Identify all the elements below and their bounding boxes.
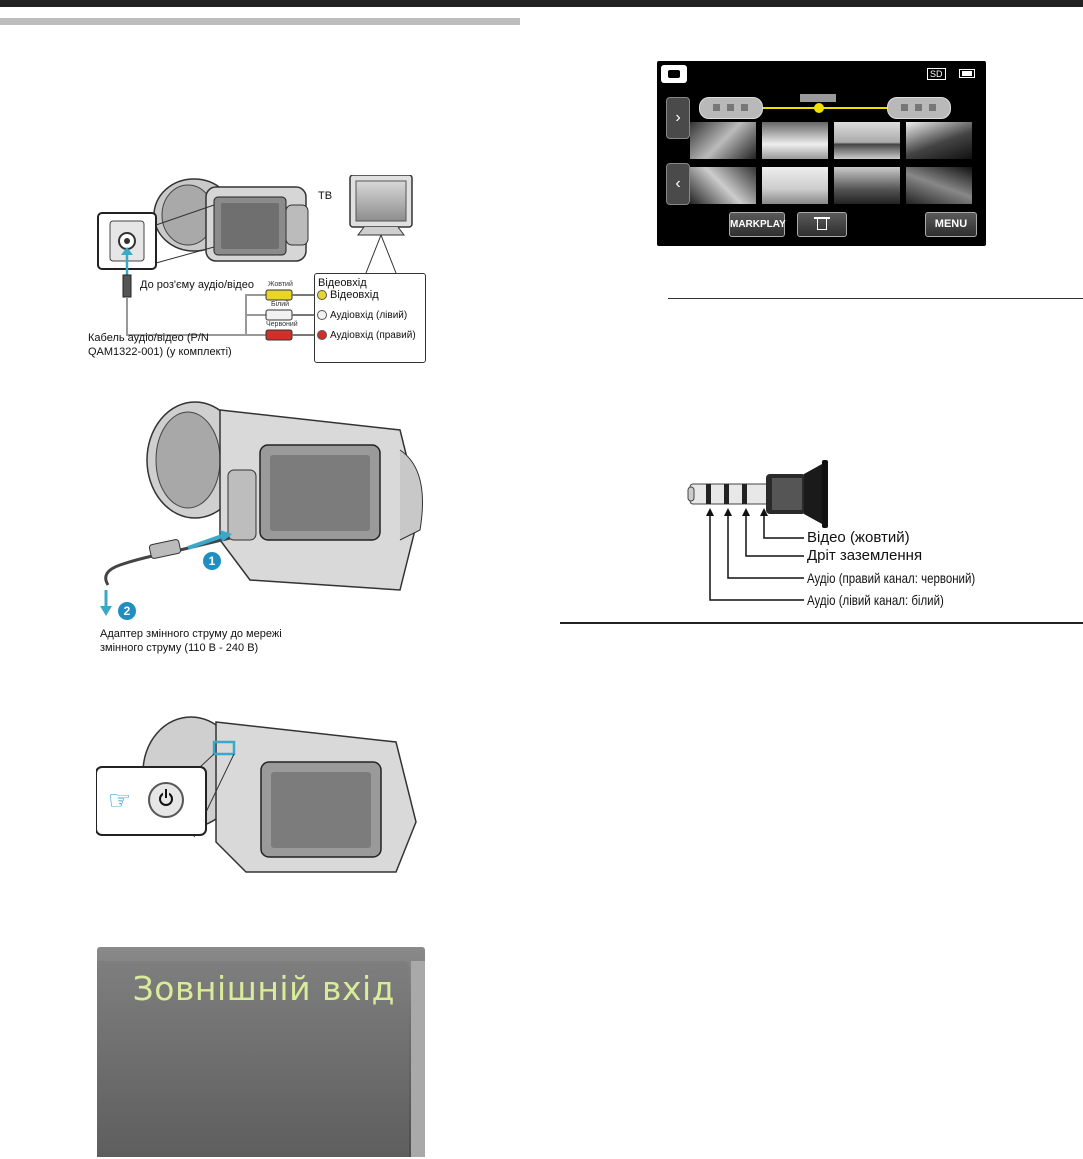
connector-label: До роз'єму аудіо/відео bbox=[140, 279, 254, 291]
tv-connection-figure: ТВ Відеовхід Відеовхід Аудіовхід (лівий)… bbox=[88, 175, 426, 365]
video-input-label: Відеовхід bbox=[330, 289, 379, 301]
date-slider-track[interactable] bbox=[763, 107, 887, 109]
header-bar bbox=[0, 0, 1083, 7]
section-divider bbox=[668, 298, 1083, 299]
pointing-hand-icon: ☞ bbox=[108, 785, 132, 815]
previous-page-button[interactable]: ‹ bbox=[666, 163, 690, 205]
camera-power-illustration bbox=[96, 716, 417, 873]
audio-right-input-label: Аудіовхід (правий) bbox=[330, 330, 416, 341]
thumbnail-1[interactable] bbox=[690, 122, 756, 159]
trash-icon bbox=[817, 218, 827, 230]
screen-scroll-bar bbox=[411, 961, 425, 1157]
av-plug-illustration bbox=[687, 460, 828, 601]
date-start-pill[interactable] bbox=[699, 97, 763, 119]
red-jack-icon bbox=[317, 330, 327, 340]
next-page-button[interactable]: › bbox=[666, 97, 690, 139]
av-plug-diagram: Відео (жовтий) Дріт заземлення Аудіо (пр… bbox=[686, 460, 1016, 610]
white-jack-icon bbox=[317, 310, 327, 320]
audio-left-input-label: Аудіовхід (лівий) bbox=[330, 310, 408, 321]
adapter-caption-line2: змінного струму (110 В - 240 В) bbox=[100, 642, 259, 654]
tv-label: ТВ bbox=[318, 190, 333, 202]
power-button-icon bbox=[148, 782, 184, 818]
playback-index-screen: SD › ‹ MARKPLAY MENU bbox=[657, 61, 986, 246]
section-bottom-rule bbox=[560, 622, 1083, 624]
thumbnail-3[interactable] bbox=[834, 122, 900, 159]
delete-button[interactable] bbox=[797, 212, 847, 237]
thumbnail-4[interactable] bbox=[906, 122, 972, 159]
thumbnail-6[interactable] bbox=[762, 167, 828, 204]
thumbnail-2[interactable] bbox=[762, 122, 828, 159]
video-mode-icon[interactable] bbox=[661, 65, 687, 83]
markplay-button[interactable]: MARKPLAY bbox=[729, 212, 786, 237]
wire-yellow-label: Жовтий bbox=[268, 281, 293, 288]
external-input-screen: Зовнішній вхід bbox=[97, 947, 425, 1157]
camera-adapter-illustration bbox=[100, 401, 423, 616]
plug-label-audio-left: Аудіо (лівий канал: білий) bbox=[807, 592, 944, 608]
current-date-indicator bbox=[800, 94, 836, 102]
section-rule bbox=[0, 18, 520, 25]
cable-label-line1: Кабель аудіо/відео (P/N bbox=[88, 332, 209, 344]
date-slider-handle[interactable] bbox=[814, 103, 824, 113]
adapter-caption-line1: Адаптер змінного струму до мережі bbox=[100, 628, 282, 640]
screen-panel bbox=[97, 961, 409, 1157]
thumbnail-8[interactable] bbox=[906, 167, 972, 204]
power-button-figure: ☞ bbox=[96, 712, 436, 877]
sd-card-indicator: SD bbox=[927, 68, 946, 80]
cable-label-line2: QAM1322-001) (у комплекті) bbox=[88, 346, 232, 358]
video-input-title: Відеовхід bbox=[318, 277, 367, 289]
menu-button[interactable]: MENU bbox=[925, 212, 977, 237]
plug-label-ground: Дріт заземлення bbox=[807, 547, 923, 564]
step-1-badge: 1 bbox=[203, 552, 221, 570]
plug-label-video: Відео (жовтий) bbox=[807, 529, 910, 546]
camera-illustration bbox=[97, 175, 413, 341]
yellow-jack-icon bbox=[317, 290, 327, 300]
step-2-badge: 2 bbox=[118, 602, 136, 620]
thumbnail-5[interactable] bbox=[690, 167, 756, 204]
wire-white-label: Білий bbox=[271, 301, 290, 308]
plug-label-audio-right: Аудіо (правий канал: червоний) bbox=[807, 570, 976, 586]
battery-icon bbox=[959, 69, 975, 78]
ac-adapter-figure: 1 2 Адаптер змінного струму до мережі зм… bbox=[100, 390, 440, 660]
external-input-title: Зовнішній вхід bbox=[132, 969, 395, 1008]
wire-red-label: Червоний bbox=[266, 321, 298, 328]
date-end-pill[interactable] bbox=[887, 97, 951, 119]
thumbnail-7[interactable] bbox=[834, 167, 900, 204]
video-input-box bbox=[314, 273, 426, 363]
